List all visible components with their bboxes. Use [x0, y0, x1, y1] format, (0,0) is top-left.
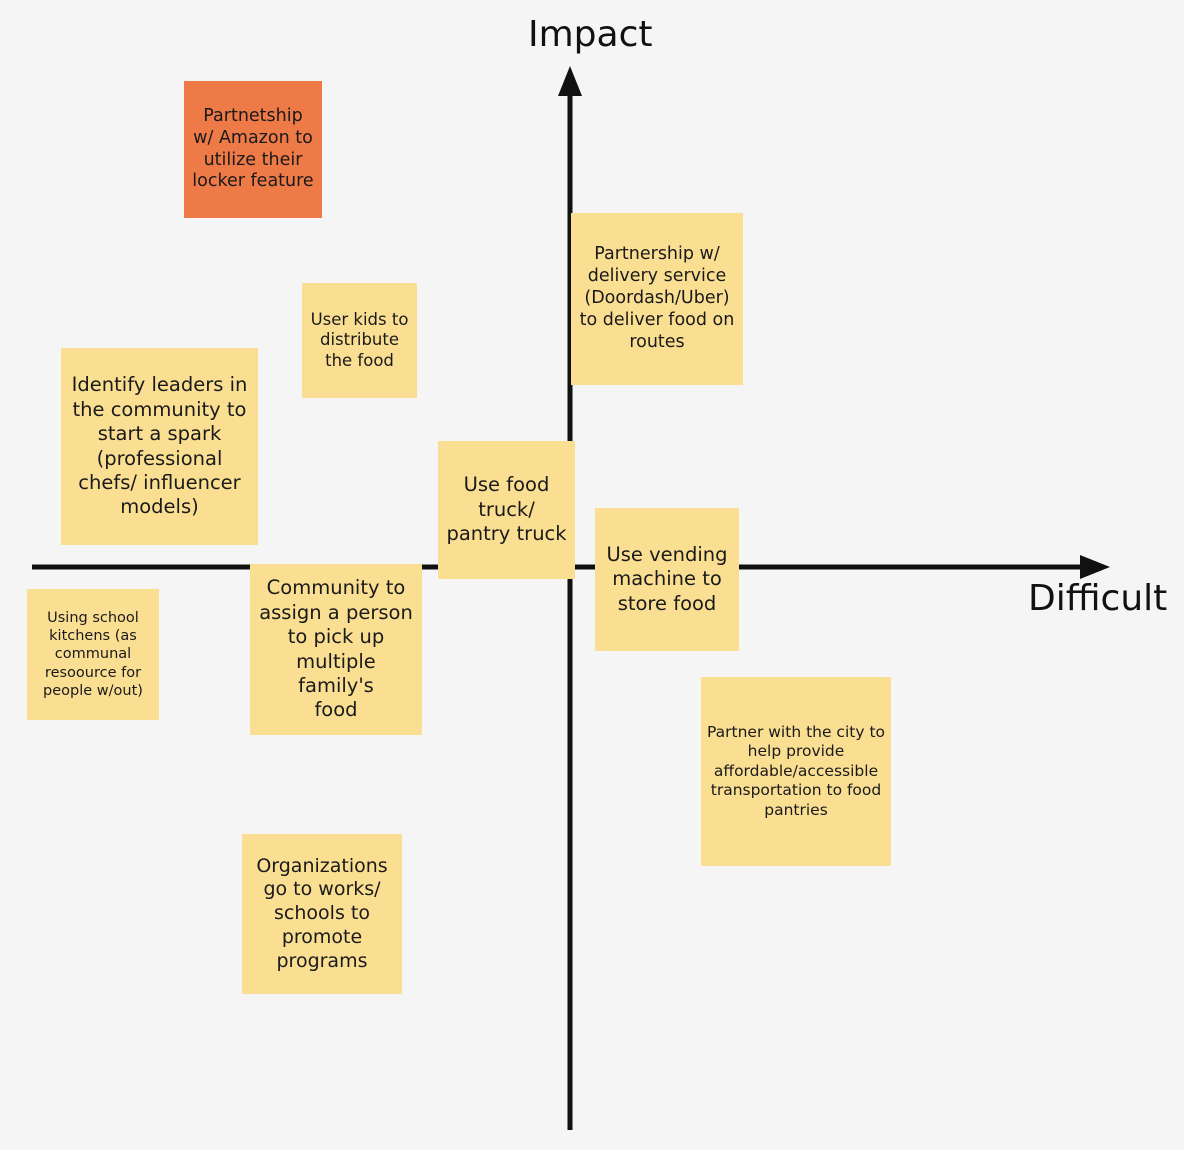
- sticky-note-vending-machine[interactable]: Use vending machine to store food: [595, 508, 739, 651]
- x-axis-arrow-icon: [1080, 555, 1110, 579]
- sticky-note-food-truck[interactable]: Use food truck/ pantry truck: [438, 441, 575, 579]
- sticky-note-city-transportation[interactable]: Partner with the city to help provide af…: [701, 677, 891, 866]
- x-axis-label: Difficult: [1028, 578, 1168, 619]
- sticky-note-community-pickup[interactable]: Community to assign a person to pick up …: [250, 564, 422, 735]
- y-axis-label: Impact: [528, 14, 653, 55]
- sticky-note-amazon-locker[interactable]: Partnetship w/ Amazon to utilize their l…: [184, 81, 322, 218]
- sticky-note-community-leaders[interactable]: Identify leaders in the community to sta…: [61, 348, 258, 545]
- sticky-note-delivery-partnership[interactable]: Partnership w/ delivery service (Doordas…: [571, 213, 743, 385]
- sticky-note-kids-distribute[interactable]: User kids to distribute the food: [302, 283, 417, 398]
- y-axis-arrow-icon: [558, 66, 582, 96]
- sticky-note-school-kitchens[interactable]: Using school kitchens (as communal resoo…: [27, 589, 159, 720]
- sticky-note-organizations-promote[interactable]: Organizations go to works/ schools to pr…: [242, 834, 402, 994]
